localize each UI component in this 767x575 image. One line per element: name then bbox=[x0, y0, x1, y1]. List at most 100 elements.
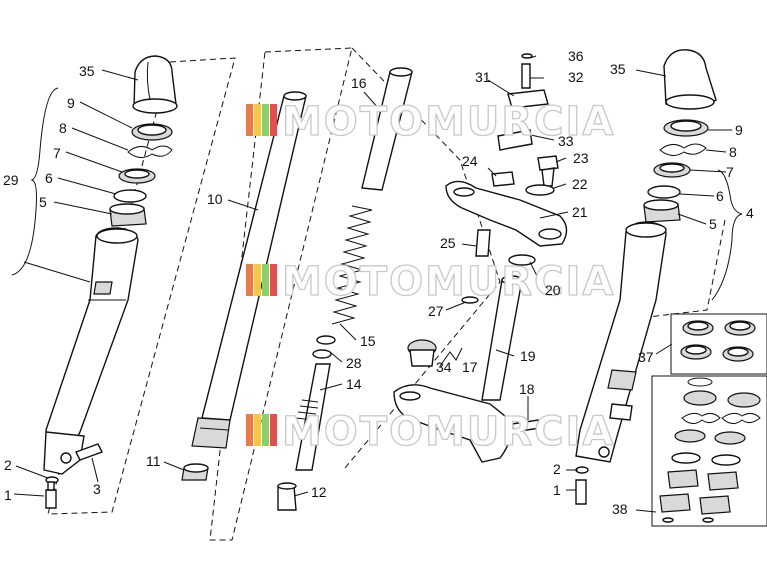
label-38: 38 bbox=[612, 501, 628, 517]
label-2-right: 2 bbox=[553, 461, 561, 477]
part-3-left-screw bbox=[75, 443, 103, 461]
part-7-right-washer bbox=[653, 162, 691, 178]
part-6-right-bush bbox=[647, 185, 681, 199]
label-6-left: 6 bbox=[45, 170, 53, 186]
part-14-damper-rod bbox=[295, 363, 331, 471]
part-7-left-washer bbox=[118, 168, 156, 184]
part-15-spring bbox=[331, 205, 373, 325]
label-2-left: 2 bbox=[4, 457, 12, 473]
part-18-bolt bbox=[511, 419, 541, 433]
label-33: 33 bbox=[558, 133, 574, 149]
watermark-stripe-2 bbox=[254, 264, 261, 296]
watermark-stripe-2 bbox=[254, 414, 261, 446]
bracket-29 bbox=[11, 87, 59, 276]
kit-38-box bbox=[651, 375, 767, 527]
label-10: 10 bbox=[207, 191, 223, 207]
watermark-stripe-4 bbox=[270, 414, 277, 446]
part-35-left-cap bbox=[132, 55, 178, 114]
label-9-right: 9 bbox=[735, 122, 743, 138]
part-8-left-clip bbox=[127, 145, 173, 158]
label-6-right: 6 bbox=[716, 188, 724, 204]
watermark-1: MOTOMURCIA bbox=[246, 98, 615, 146]
part-33-bracket bbox=[497, 129, 533, 151]
label-15: 15 bbox=[360, 333, 376, 349]
part-32-bolt bbox=[521, 63, 531, 89]
yoke-assembly bbox=[393, 53, 568, 463]
watermark-text: MOTOMURCIA bbox=[282, 259, 615, 305]
label-8-right: 8 bbox=[729, 144, 737, 160]
watermark-stripe-3 bbox=[262, 264, 269, 296]
kit-37-box bbox=[670, 313, 767, 375]
label-23: 23 bbox=[573, 150, 589, 166]
bracket-4 bbox=[711, 169, 743, 301]
part-35-right-cap bbox=[663, 49, 717, 110]
center-assembly bbox=[181, 67, 413, 511]
label-21: 21 bbox=[572, 204, 588, 220]
label-18: 18 bbox=[519, 381, 535, 397]
label-5-left: 5 bbox=[39, 194, 47, 210]
label-35-left: 35 bbox=[79, 63, 95, 79]
label-19: 19 bbox=[520, 348, 536, 364]
label-37: 37 bbox=[638, 349, 654, 365]
part-19-bottom-yoke bbox=[393, 275, 523, 463]
label-8-left: 8 bbox=[59, 120, 67, 136]
label-4: 4 bbox=[746, 205, 754, 221]
label-35-right: 35 bbox=[610, 61, 626, 77]
left-outer-leg bbox=[43, 227, 139, 475]
part-9-right-seal bbox=[663, 119, 709, 137]
label-1-right: 1 bbox=[553, 482, 561, 498]
part-25-pin bbox=[475, 229, 491, 257]
part-5-left-bush bbox=[109, 203, 147, 227]
watermark-stripe-2 bbox=[254, 104, 261, 136]
part-36-oring bbox=[521, 53, 533, 59]
label-1-left: 1 bbox=[4, 487, 12, 503]
center-spring-boundary bbox=[209, 47, 353, 541]
part-1-left-bolt bbox=[45, 481, 57, 509]
right-fork-boundary bbox=[639, 219, 726, 319]
part-12-bush bbox=[277, 482, 297, 511]
label-24: 24 bbox=[462, 153, 478, 169]
label-32: 32 bbox=[568, 69, 584, 85]
watermark-stripe-1 bbox=[246, 414, 253, 446]
leader-lines bbox=[13, 55, 732, 513]
part-9-left-seal bbox=[131, 123, 173, 141]
label-3: 3 bbox=[93, 481, 101, 497]
part-11-bush bbox=[181, 463, 209, 481]
label-34: 34 bbox=[436, 359, 452, 375]
part-6-left-bush bbox=[113, 189, 147, 203]
part-28-washer bbox=[316, 335, 336, 345]
label-22: 22 bbox=[572, 176, 588, 192]
watermark-text: MOTOMURCIA bbox=[282, 409, 615, 455]
label-25: 25 bbox=[440, 235, 456, 251]
part-23-bolt bbox=[537, 155, 559, 187]
part-34-plug bbox=[407, 339, 437, 367]
part-5-right-bush bbox=[643, 199, 681, 223]
label-14: 14 bbox=[346, 376, 362, 392]
label-9-left: 9 bbox=[67, 95, 75, 111]
yoke-boundary bbox=[344, 47, 501, 469]
left-fork-assembly bbox=[43, 55, 178, 509]
watermark-stripe-1 bbox=[246, 264, 253, 296]
label-31: 31 bbox=[475, 69, 491, 85]
watermark-2: MOTOMURCIA bbox=[246, 258, 615, 306]
label-36: 36 bbox=[568, 48, 584, 64]
label-28: 28 bbox=[346, 355, 362, 371]
right-outer-leg bbox=[575, 221, 667, 463]
part-1-right-bolt bbox=[575, 479, 587, 505]
part-labels: 35 9 8 7 6 5 29 2 1 3 10 11 12 14 15 28 … bbox=[3, 48, 754, 517]
label-7-right: 7 bbox=[726, 164, 734, 180]
label-5-right: 5 bbox=[709, 216, 717, 232]
watermark-text: MOTOMURCIA bbox=[282, 99, 615, 145]
label-29: 29 bbox=[3, 172, 19, 188]
watermark-stripe-1 bbox=[246, 104, 253, 136]
part-20-ring-nut bbox=[508, 254, 536, 266]
right-fork-assembly bbox=[575, 49, 717, 505]
label-20: 20 bbox=[545, 282, 561, 298]
watermark-stripe-4 bbox=[270, 264, 277, 296]
part-28-washer-b bbox=[312, 349, 332, 359]
watermark-3: MOTOMURCIA bbox=[246, 408, 615, 456]
label-7-left: 7 bbox=[53, 145, 61, 161]
part-8-right-clip bbox=[659, 143, 707, 156]
